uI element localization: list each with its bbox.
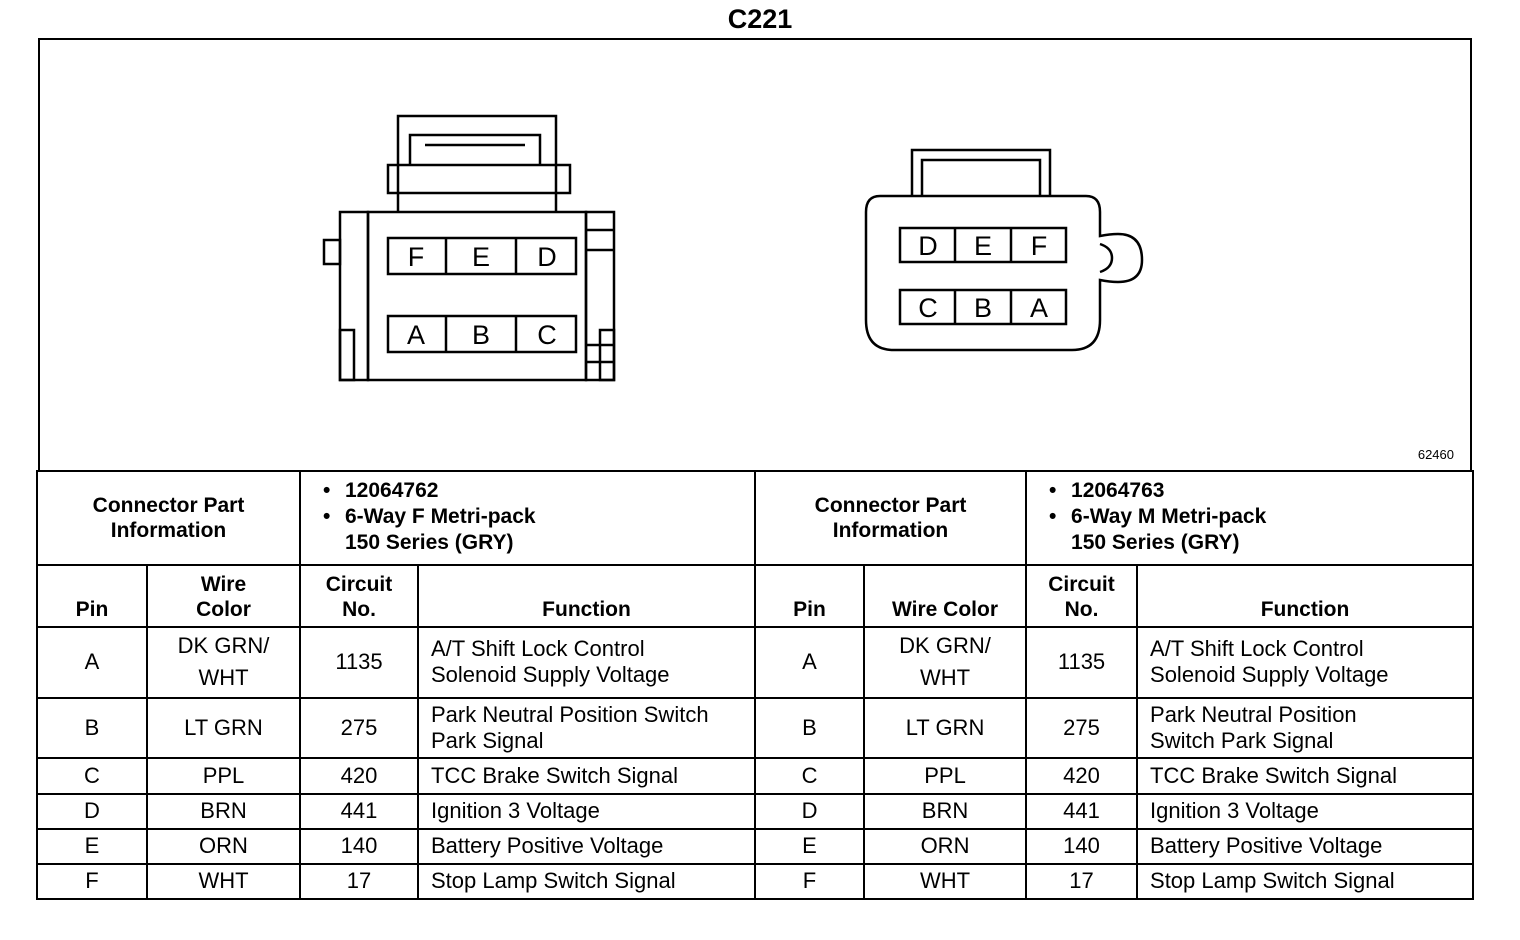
female-pin-label: D <box>537 242 557 272</box>
header-wire-color: Wire Color <box>863 564 1028 629</box>
female-pin-label: E <box>472 242 490 272</box>
wire-color-cell: PPL <box>863 756 1028 795</box>
pin-cell: D <box>36 792 148 830</box>
female-pin-label: B <box>472 320 490 350</box>
male-pin-label: B <box>974 293 992 323</box>
circuit-cell: 140 <box>299 827 419 865</box>
male-pin-label: A <box>1030 293 1048 323</box>
circuit-cell: 275 <box>299 696 419 759</box>
circuit-cell: 420 <box>1025 756 1139 795</box>
part-series: 150 Series (GRY) <box>345 531 514 554</box>
male-pin-label: D <box>918 231 938 261</box>
male-pin-label: F <box>1031 231 1048 261</box>
wire-color-cell: ORN <box>146 827 301 865</box>
male-pin-label: E <box>974 231 992 261</box>
circuit-cell: 1135 <box>1025 626 1139 699</box>
wire-color-cell: BRN <box>863 792 1028 830</box>
pin-cell: F <box>36 862 148 901</box>
wire-color-cell: BRN <box>146 792 301 830</box>
circuit-cell: 441 <box>1025 792 1139 830</box>
wire-color-cell: PPL <box>146 756 301 795</box>
female-connector <box>322 114 616 382</box>
pin-cell: D <box>754 792 866 830</box>
function-cell: TCC Brake Switch Signal <box>1136 756 1475 795</box>
header-pin: Pin <box>754 564 866 629</box>
wire-color-cell: WHT <box>863 862 1028 901</box>
function-cell: TCC Brake Switch Signal <box>416 756 757 795</box>
female-pin-label: A <box>407 320 425 350</box>
wire-color-cell: DK GRN/WHT <box>863 626 1028 699</box>
connector-view-frame <box>38 38 1472 470</box>
function-cell: Stop Lamp Switch Signal <box>1136 862 1475 901</box>
left-part-info: 12064762 6-Way F Metri-pack 150 Series (… <box>298 469 757 567</box>
wire-color-cell: LT GRN <box>146 696 301 759</box>
female-pin-label: F <box>408 242 425 272</box>
circuit-cell: 17 <box>1025 862 1139 901</box>
function-cell: Battery Positive Voltage <box>1136 827 1475 865</box>
pin-cell: E <box>754 827 866 865</box>
male-pin-label: C <box>918 293 938 323</box>
circuit-cell: 275 <box>1025 696 1139 759</box>
header-function: Function <box>1136 564 1475 629</box>
pin-cell: A <box>754 626 866 699</box>
pin-cell: F <box>754 862 866 901</box>
right-part-info: 12064763 6-Way M Metri-pack 150 Series (… <box>1025 469 1475 567</box>
pin-cell: C <box>36 756 148 795</box>
function-cell: Ignition 3 Voltage <box>416 792 757 830</box>
header-pin: Pin <box>36 564 148 629</box>
circuit-cell: 17 <box>299 862 419 901</box>
pin-cell: C <box>754 756 866 795</box>
circuit-cell: 140 <box>1025 827 1139 865</box>
diagram-title: C221 <box>727 4 793 34</box>
wire-color-cell: WHT <box>146 862 301 901</box>
circuit-cell: 420 <box>299 756 419 795</box>
wire-color-cell: ORN <box>863 827 1028 865</box>
male-connector <box>864 148 1144 352</box>
part-description: 6-Way M Metri-pack <box>1049 504 1472 530</box>
pin-cell: B <box>754 696 866 759</box>
connector-drawings: F E D A B C D E F C B A <box>322 114 1144 382</box>
part-number: 12064763 <box>1049 478 1472 504</box>
header-function: Function <box>416 564 757 629</box>
circuit-cell: 1135 <box>299 626 419 699</box>
function-cell: Ignition 3 Voltage <box>1136 792 1475 830</box>
function-cell: Stop Lamp Switch Signal <box>416 862 757 901</box>
pin-cell: B <box>36 696 148 759</box>
part-number: 12064762 <box>323 478 754 504</box>
female-pin-label: C <box>537 320 557 350</box>
part-description: 6-Way F Metri-pack <box>323 504 754 530</box>
pin-cell: A <box>36 626 148 699</box>
wire-color-cell: LT GRN <box>863 696 1028 759</box>
function-cell: Battery Positive Voltage <box>416 827 757 865</box>
part-series: 150 Series (GRY) <box>1071 531 1240 554</box>
pin-cell: E <box>36 827 148 865</box>
circuit-cell: 441 <box>299 792 419 830</box>
figure-id: 62460 <box>1417 447 1454 462</box>
wire-color-cell: DK GRN/WHT <box>146 626 301 699</box>
